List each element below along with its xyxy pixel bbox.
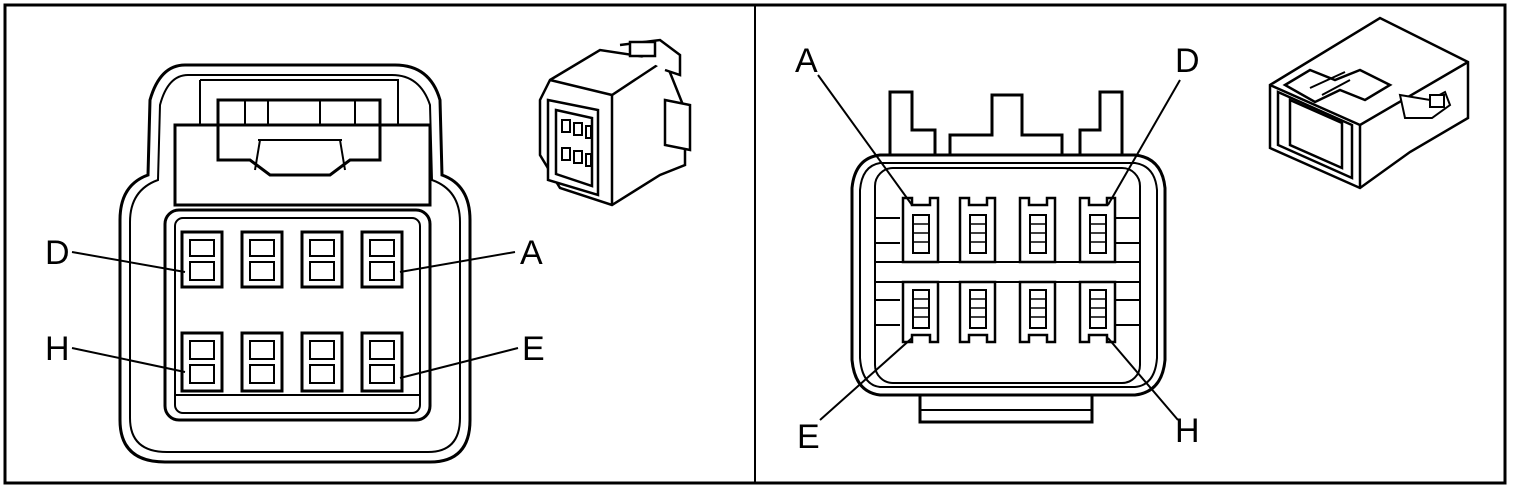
pin-tower-g: [1018, 280, 1057, 344]
pin-tower-b: [958, 196, 997, 264]
left-connector-face: [118, 63, 472, 464]
pin-tower-h: [1078, 280, 1117, 344]
cavity-c: [240, 230, 284, 289]
pin-label-bottom-left: H: [45, 330, 70, 368]
cavity-g: [240, 331, 284, 393]
left-pin-cavities: [180, 230, 404, 393]
male-connector-thumbnail: [1268, 16, 1470, 190]
pin-label-top-left: D: [45, 234, 70, 272]
pin-label-bottom-right: E: [522, 330, 545, 368]
female-connector-thumbnail: [538, 38, 692, 207]
pin-label-top-right: A: [520, 234, 543, 272]
pin-label-top-right: D: [1175, 42, 1200, 80]
cavity-f: [300, 331, 344, 393]
right-pin-towers: [901, 196, 1117, 344]
cavity-a: [360, 230, 404, 289]
right-leader-lines: [817, 74, 1181, 421]
cavity-b: [300, 230, 344, 289]
left-connector-panel: D A H E: [45, 38, 692, 464]
right-connector-panel: A D E H: [795, 16, 1470, 456]
pin-tower-c: [1018, 196, 1057, 264]
cavity-e: [360, 331, 404, 393]
pin-label-bottom-left: E: [797, 418, 820, 456]
pin-tower-a: [901, 196, 940, 264]
cavity-d: [180, 230, 224, 289]
pin-tower-d: [1078, 196, 1117, 264]
pin-tower-f: [958, 280, 997, 344]
right-connector-face: [850, 90, 1167, 424]
left-leader-lines: [71, 251, 519, 379]
pin-tower-e: [901, 280, 940, 344]
pin-label-bottom-right: H: [1175, 412, 1200, 450]
cavity-h: [180, 331, 224, 393]
pin-label-top-left: A: [795, 42, 818, 80]
